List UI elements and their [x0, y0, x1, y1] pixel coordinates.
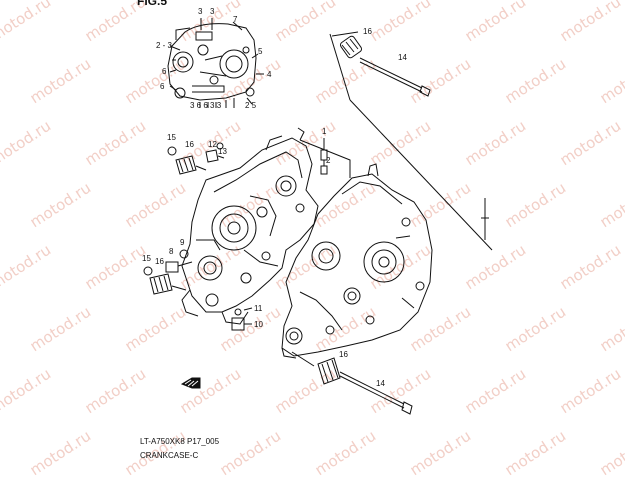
label-2: 2 [326, 156, 331, 165]
label-15-low: 15 [142, 254, 151, 263]
label-12: 12 [208, 140, 217, 149]
label-inset-bottom: 3 6 6 3 3 [190, 101, 222, 110]
label-13: 13 [218, 147, 227, 156]
label-inset-7: 7 [233, 15, 238, 24]
top-stud-assembly [329, 31, 493, 251]
label-16-bottom: 16 [339, 350, 348, 359]
label-14-top: 14 [398, 53, 407, 62]
label-10: 10 [254, 320, 263, 329]
label-inset-3a: 3 [198, 7, 203, 16]
inset-crankcase-view [167, 23, 257, 108]
label-inset-6b: 6 [160, 82, 165, 91]
label-inset-5: 5 [258, 47, 263, 56]
label-inset-2-3: 2 - 3 [156, 41, 173, 50]
label-16-low: 16 [155, 257, 164, 266]
label-15-top: 15 [167, 133, 176, 142]
dowel-pins [299, 138, 351, 178]
bolts-10-11 [231, 307, 253, 331]
crankcase-right-half [281, 163, 433, 359]
crankcase-diagram: 3 3 7 2 - 3 5 6 6 4 3 6 6 3 3 2 5 16 14 … [142, 7, 493, 415]
diagram-name: CRANKCASE-C [140, 451, 199, 460]
label-1: 1 [322, 127, 327, 136]
inset-leaders [169, 18, 264, 105]
label-9: 9 [180, 238, 185, 247]
label-14-bottom: 14 [376, 379, 385, 388]
lower-left-stud [143, 249, 193, 295]
label-11: 11 [254, 304, 263, 313]
bottom-stud-assembly [291, 351, 413, 415]
figure-title: FIG.5 [137, 0, 168, 8]
diagram-code: LT-A750XK8 P17_005 [140, 437, 220, 446]
upper-left-stud [167, 142, 225, 175]
front-arrow-icon [180, 377, 201, 389]
crankcase-left-half [181, 127, 319, 325]
label-inset-4: 4 [267, 70, 272, 79]
label-16-mid: 16 [185, 140, 194, 149]
label-inset-2-5: 2 5 [245, 101, 257, 110]
label-inset-3b: 3 [210, 7, 215, 16]
part-labels: 3 3 7 2 - 3 5 6 6 4 3 6 6 3 3 2 5 16 14 … [142, 7, 407, 388]
label-8: 8 [169, 247, 174, 256]
label-inset-6a: 6 [162, 67, 167, 76]
label-16-top: 16 [363, 27, 372, 36]
